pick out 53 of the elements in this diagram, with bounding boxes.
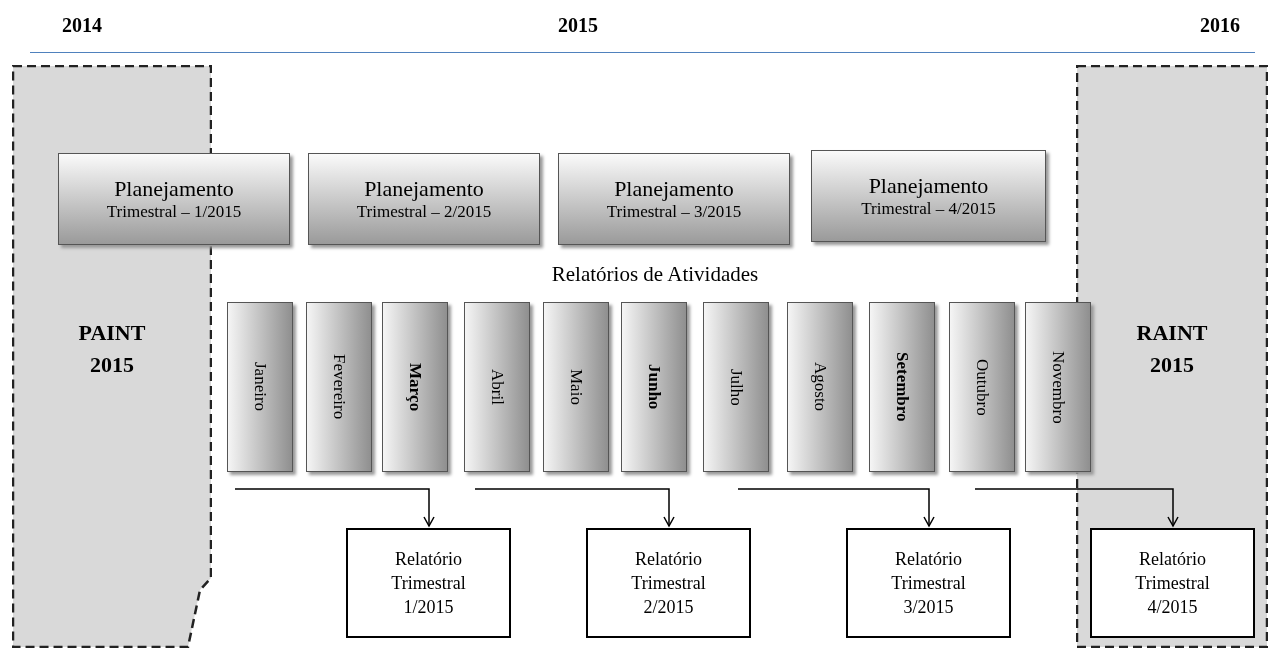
month-label: Junho [644, 364, 664, 410]
report-label: Relatório Trimestral 2/2015 [630, 548, 707, 619]
month-box [621, 302, 687, 472]
month-label: Fevereiro [329, 354, 349, 420]
month-box [1025, 302, 1091, 472]
month-label: Novembro [1048, 350, 1068, 424]
box-title: Planejamento [364, 176, 484, 202]
report-label: Relatório Trimestral 4/2015 [1134, 548, 1211, 619]
month-box [787, 302, 853, 472]
arrow [974, 488, 1179, 527]
month-box [869, 302, 935, 472]
month-box [464, 302, 530, 472]
report-box [846, 528, 1011, 638]
report-box [346, 528, 511, 638]
planning-box [811, 150, 1046, 242]
box-title: Planejamento [114, 176, 234, 202]
planning-box [308, 153, 540, 245]
month-label: Agosto [810, 362, 830, 412]
planning-box [558, 153, 790, 245]
month-label: Julho [726, 368, 746, 406]
year-label: 2014 [62, 14, 102, 37]
section-heading: Relatórios de Atividades [551, 262, 759, 287]
band-title: RAINT 2015 [1135, 319, 1209, 379]
month-box [703, 302, 769, 472]
report-label: Relatório Trimestral 1/2015 [390, 548, 467, 619]
month-box [543, 302, 609, 472]
month-label: Janeiro [250, 362, 270, 412]
box-subtitle: Trimestral – 3/2015 [606, 202, 742, 222]
month-label: Setembro [892, 352, 912, 422]
year-label: 2015 [558, 14, 598, 37]
band-title: PAINT 2015 [77, 319, 147, 379]
arrow [737, 488, 935, 527]
year-label: 2016 [1200, 14, 1240, 37]
month-label: Outubro [972, 358, 992, 416]
report-label: Relatório Trimestral 3/2015 [890, 548, 967, 619]
month-box [382, 302, 448, 472]
month-label: Maio [566, 369, 586, 405]
month-box [949, 302, 1015, 472]
box-subtitle: Trimestral – 4/2015 [861, 199, 996, 219]
arrow [234, 488, 435, 527]
month-box [306, 302, 372, 472]
report-box [1090, 528, 1255, 638]
box-subtitle: Trimestral – 2/2015 [356, 202, 492, 222]
arrow [474, 488, 675, 527]
box-title: Planejamento [868, 173, 989, 199]
year-band [1076, 65, 1268, 648]
box-subtitle: Trimestral – 1/2015 [106, 202, 242, 222]
month-label: Abril [487, 369, 507, 405]
month-box [227, 302, 293, 472]
planning-box [58, 153, 290, 245]
month-label: Março [405, 362, 425, 412]
box-title: Planejamento [614, 176, 734, 202]
report-box [586, 528, 751, 638]
